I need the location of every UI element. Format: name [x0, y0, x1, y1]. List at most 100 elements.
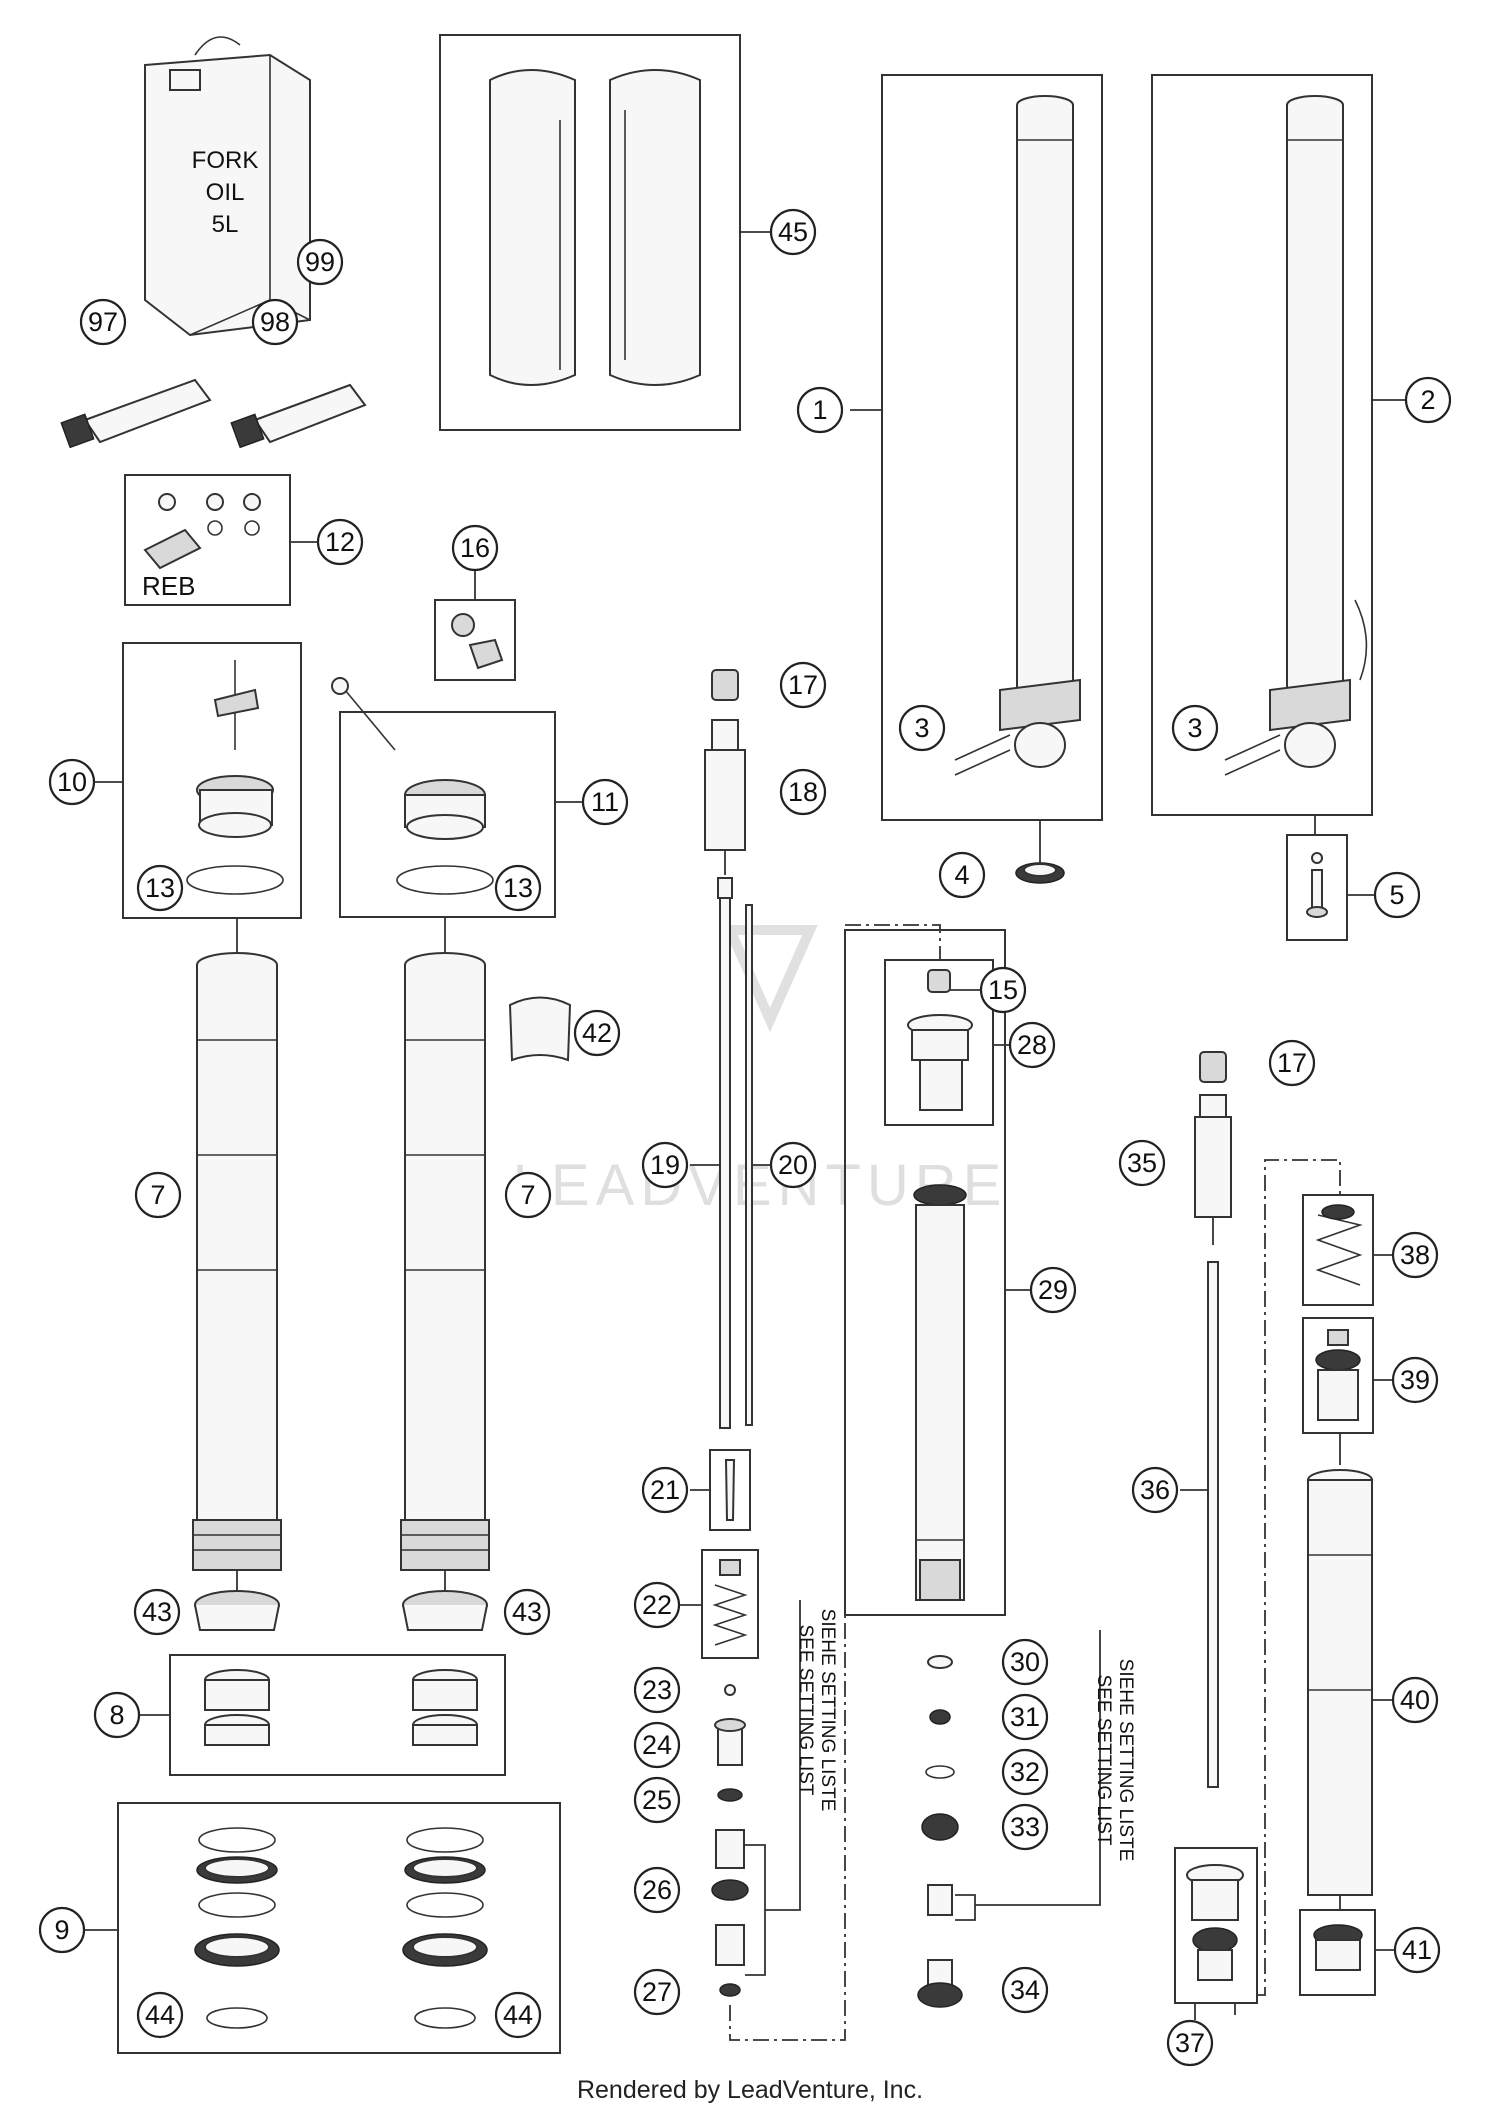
- callout-28[interactable]: 28: [1008, 1021, 1056, 1069]
- svg-text:8: 8: [109, 1700, 124, 1730]
- box-41: [1299, 1909, 1376, 1996]
- callout-26[interactable]: 26: [633, 1866, 681, 1914]
- callout-2[interactable]: 2: [1404, 376, 1452, 424]
- callout-1[interactable]: 1: [796, 386, 844, 434]
- push-rod-20: [745, 904, 753, 1426]
- ball-23: [724, 1684, 736, 1696]
- callout-38[interactable]: 38: [1391, 1231, 1439, 1279]
- callout-17-left[interactable]: 17: [779, 661, 827, 709]
- shim-stack-26: [711, 1829, 749, 1966]
- callout-30[interactable]: 30: [1001, 1638, 1049, 1686]
- inner-tube-1: [954, 95, 1081, 776]
- callout-17-right[interactable]: 17: [1268, 1039, 1316, 1087]
- callout-5[interactable]: 5: [1373, 871, 1421, 919]
- svg-text:9: 9: [54, 1915, 69, 1945]
- svg-text:22: 22: [642, 1590, 672, 1620]
- callout-15[interactable]: 15: [979, 966, 1027, 1014]
- callout-24[interactable]: 24: [633, 1721, 681, 1769]
- callout-37[interactable]: 37: [1166, 2019, 1214, 2067]
- reb-label: REB: [142, 571, 195, 601]
- box-39: [1302, 1317, 1374, 1434]
- svg-text:25: 25: [642, 1785, 672, 1815]
- cartridge-tube-29: [913, 1184, 967, 1601]
- callout-44-left[interactable]: 44: [136, 1991, 184, 2039]
- callout-11[interactable]: 11: [581, 778, 629, 826]
- callout-8[interactable]: 8: [93, 1691, 141, 1739]
- callout-36[interactable]: 36: [1131, 1466, 1179, 1514]
- svg-text:36: 36: [1140, 1475, 1170, 1505]
- callout-13-right[interactable]: 13: [494, 864, 542, 912]
- callout-44-right[interactable]: 44: [494, 1991, 542, 2039]
- callout-42[interactable]: 42: [573, 1009, 621, 1057]
- svg-text:21: 21: [650, 1475, 680, 1505]
- shim-32: [925, 1765, 955, 1779]
- callout-29[interactable]: 29: [1029, 1266, 1077, 1314]
- svg-text:41: 41: [1402, 1935, 1432, 1965]
- callout-97[interactable]: 97: [79, 298, 127, 346]
- shims-setting-list: [927, 1884, 953, 1916]
- setting-list-label-en-1: SEE SETTING LIST: [795, 1624, 816, 1795]
- setting-list-label-en-2: SEE SETTING LIST: [1093, 1674, 1114, 1845]
- piston-rod-19: [717, 877, 733, 1429]
- svg-text:17: 17: [1277, 1048, 1307, 1078]
- outer-tube-right: [400, 952, 490, 1571]
- callout-31[interactable]: 31: [1001, 1693, 1049, 1741]
- callout-25[interactable]: 25: [633, 1776, 681, 1824]
- fork-cap-right: [331, 677, 494, 895]
- callout-3-left[interactable]: 3: [898, 704, 946, 752]
- callout-18[interactable]: 18: [779, 768, 827, 816]
- svg-text:3: 3: [1187, 713, 1202, 743]
- callout-7-left[interactable]: 7: [134, 1171, 182, 1219]
- callout-23[interactable]: 23: [633, 1666, 681, 1714]
- oring-31: [929, 1709, 951, 1725]
- callout-3-right[interactable]: 3: [1171, 704, 1219, 752]
- callout-19[interactable]: 19: [641, 1141, 689, 1189]
- adjuster-kit-parts: [143, 493, 261, 570]
- callout-33[interactable]: 33: [1001, 1803, 1049, 1851]
- box-5: [1286, 834, 1348, 941]
- bushing-15: [927, 969, 951, 993]
- grease-tube-97: [60, 378, 212, 449]
- outer-tube-left: [192, 952, 282, 1571]
- grease-tube-98: [230, 383, 367, 449]
- svg-text:28: 28: [1017, 1030, 1047, 1060]
- callout-27[interactable]: 27: [633, 1968, 681, 2016]
- svg-text:44: 44: [145, 2000, 175, 2030]
- box-37: [1174, 1847, 1258, 2004]
- callout-34[interactable]: 34: [1001, 1966, 1049, 2014]
- svg-text:12: 12: [325, 527, 355, 557]
- callout-43-left[interactable]: 43: [133, 1588, 181, 1636]
- callout-22[interactable]: 22: [633, 1581, 681, 1629]
- seal-kit-9: [194, 1827, 488, 2029]
- svg-text:24: 24: [642, 1730, 672, 1760]
- callout-99[interactable]: 99: [296, 238, 344, 286]
- svg-text:4: 4: [954, 860, 969, 890]
- callout-9[interactable]: 9: [38, 1906, 86, 1954]
- valve-39: [1315, 1329, 1361, 1421]
- callout-35[interactable]: 35: [1118, 1139, 1166, 1187]
- callout-32[interactable]: 32: [1001, 1748, 1049, 1796]
- callout-12[interactable]: 12: [316, 518, 364, 566]
- svg-text:44: 44: [503, 2000, 533, 2030]
- callout-98[interactable]: 98: [251, 298, 299, 346]
- needle-21: [724, 1459, 736, 1521]
- can-label-line-1: FORK: [192, 147, 259, 174]
- callout-43-right[interactable]: 43: [503, 1588, 551, 1636]
- svg-text:42: 42: [582, 1018, 612, 1048]
- callout-16[interactable]: 16: [451, 524, 499, 572]
- callout-41[interactable]: 41: [1393, 1926, 1441, 1974]
- callout-21[interactable]: 21: [641, 1466, 689, 1514]
- svg-text:17: 17: [788, 670, 818, 700]
- svg-text:1: 1: [812, 395, 827, 425]
- callout-40[interactable]: 40: [1391, 1676, 1439, 1724]
- callout-4[interactable]: 4: [938, 851, 986, 899]
- callout-39[interactable]: 39: [1391, 1356, 1439, 1404]
- callout-10[interactable]: 10: [48, 758, 96, 806]
- callout-13-left[interactable]: 13: [136, 864, 184, 912]
- callout-45[interactable]: 45: [769, 208, 817, 256]
- callout-7-right[interactable]: 7: [504, 1171, 552, 1219]
- svg-text:2: 2: [1420, 385, 1435, 415]
- bleed-screw-5: [1306, 852, 1328, 918]
- can-label-line-3: 5L: [212, 211, 239, 238]
- callout-20[interactable]: 20: [769, 1141, 817, 1189]
